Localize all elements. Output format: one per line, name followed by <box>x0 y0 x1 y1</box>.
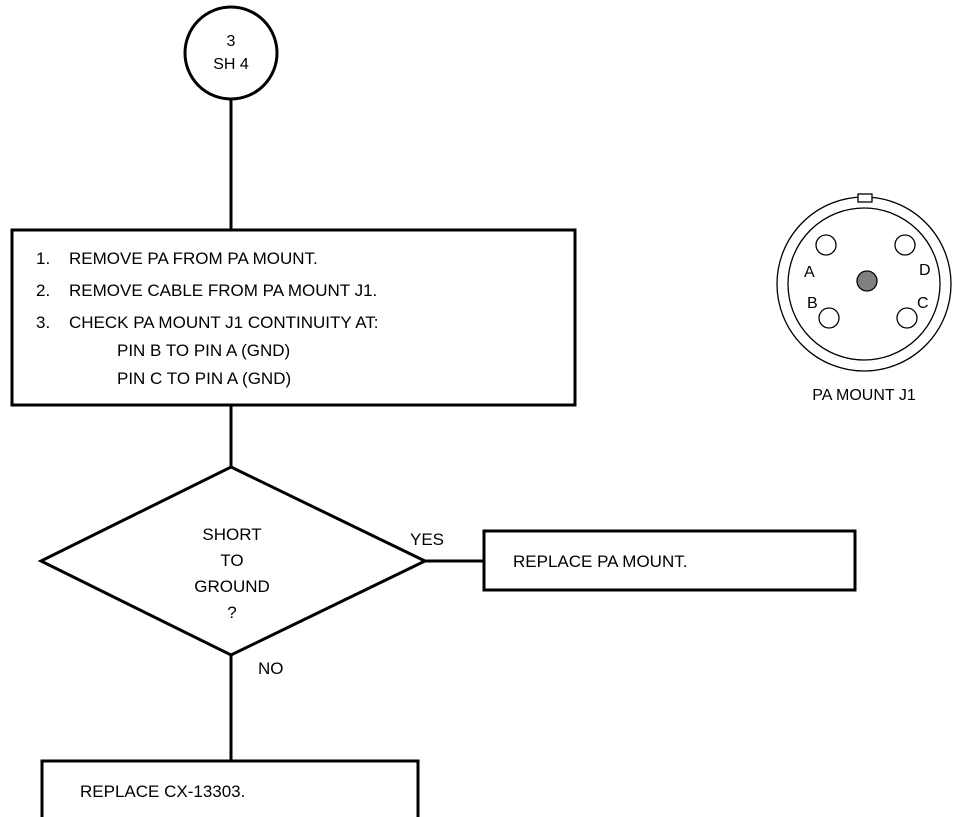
step-3-sub-line-1: PIN B TO PIN A (GND) <box>117 341 290 360</box>
step-3-text: CHECK PA MOUNT J1 CONTINUITY AT: <box>69 313 379 332</box>
pin-d-contact <box>894 234 916 256</box>
center-pin <box>856 270 878 292</box>
pin-b-label: B <box>807 295 818 312</box>
no-action-box <box>40 759 420 817</box>
step-1-number: 1. <box>36 249 50 268</box>
pin-d-label: D <box>919 262 931 279</box>
pin-c-label: C <box>917 295 929 312</box>
step-3-number: 3. <box>36 313 50 332</box>
offpage-connector <box>183 5 279 101</box>
decision-line-2: TO <box>220 551 243 570</box>
decision-line-1: SHORT <box>202 525 261 544</box>
connector-sheet: SH 4 <box>213 56 249 73</box>
pin-a-label: A <box>804 264 815 281</box>
connector-caption: PA MOUNT J1 <box>812 387 916 404</box>
pin-b-contact <box>818 307 840 329</box>
yes-action-text: REPLACE PA MOUNT. <box>513 552 687 571</box>
yes-action-box <box>482 529 857 592</box>
connector-number: 3 <box>227 33 236 50</box>
connector-key-notch <box>857 193 873 203</box>
yes-label: YES <box>410 530 444 549</box>
decision-line-3: GROUND <box>194 577 270 596</box>
step-1-text: REMOVE PA FROM PA MOUNT. <box>69 249 318 268</box>
decision-line-4: ? <box>227 603 236 622</box>
connector-figure: A D B C PA MOUNT J1 <box>776 193 952 404</box>
procedure-box <box>10 228 577 407</box>
pin-a-contact <box>815 234 837 256</box>
step-2-text: REMOVE CABLE FROM PA MOUNT J1. <box>69 281 377 300</box>
no-label: NO <box>258 659 284 678</box>
step-2-number: 2. <box>36 281 50 300</box>
pin-c-contact <box>896 307 918 329</box>
no-action-text: REPLACE CX-13303. <box>80 782 245 801</box>
step-3-sub-line-2: PIN C TO PIN A (GND) <box>117 369 291 388</box>
